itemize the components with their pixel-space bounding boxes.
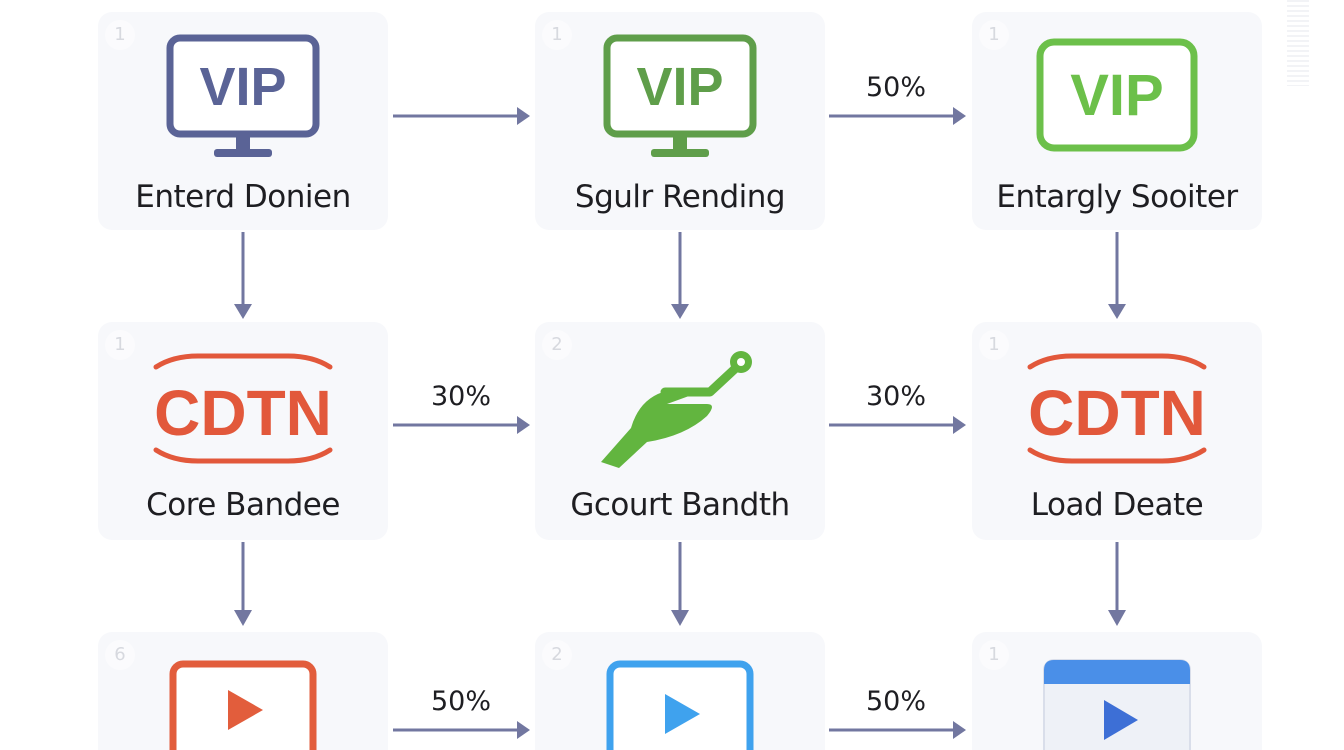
edge-n7-n8-arrow [393, 721, 530, 739]
vip-monitor-icon: VIP [166, 34, 320, 157]
edge-label: 50% [865, 686, 926, 717]
node-n3[interactable]: 1 VIP Entargly Sooiter [972, 12, 1262, 230]
hand-connector-icon [601, 351, 752, 468]
edge-decoration [1287, 0, 1309, 86]
node-badge: 1 [979, 20, 1009, 50]
edge-label: 50% [865, 72, 926, 103]
node-badge: 6 [105, 640, 135, 670]
node-label: Load Deate [1030, 487, 1204, 523]
node-n9[interactable]: 1 [972, 632, 1262, 750]
edge-label: 30% [865, 381, 926, 412]
edge-n3-n6-arrow [1108, 232, 1126, 319]
node-badge: 1 [979, 640, 1009, 670]
cdtn-icon-text: CDTN [154, 377, 332, 449]
edge-n5-n8-arrow [671, 542, 689, 626]
node-badge: 2 [542, 640, 572, 670]
node-badge: 1 [105, 20, 135, 50]
cdtn-icon-text: CDTN [1028, 377, 1206, 449]
edge-n6-n9-arrow [1108, 542, 1126, 626]
node-badge: 1 [979, 330, 1009, 360]
play-button-icon [169, 660, 317, 750]
node-label: Entargly Sooiter [996, 179, 1238, 215]
edge-n4-n5-arrow [393, 416, 530, 434]
vip-monitor-icon: VIP [603, 34, 757, 157]
node-n2[interactable]: 1 VIP Sgulr Rending [535, 12, 825, 230]
vip-icon-text: VIP [1070, 63, 1164, 128]
node-label: Sgulr Rending [574, 179, 786, 215]
node-label: Core Bandee [146, 487, 340, 523]
node-badge: 2 [542, 330, 572, 360]
node-n1[interactable]: 1 VIP Enterd Donien [98, 12, 388, 230]
edge-n1-n4-arrow [234, 232, 252, 319]
node-n6[interactable]: 1 CDTN Load Deate [972, 322, 1262, 540]
edge-label: 50% [430, 686, 491, 717]
edge-n1-n2-arrow [393, 107, 530, 125]
node-n7[interactable]: 6 [98, 632, 388, 750]
cdtn-logo-icon: CDTN [153, 353, 333, 464]
cdtn-logo-icon: CDTN [1027, 353, 1207, 464]
edge-n2-n5-arrow [671, 232, 689, 319]
node-n5[interactable]: 2 Gcourt Bandth [535, 322, 825, 540]
edge-n5-n6-arrow [829, 416, 966, 434]
edge-n8-n9-arrow [829, 721, 966, 739]
vip-icon-text: VIP [199, 57, 286, 117]
vip-screen-icon: VIP [1036, 38, 1198, 152]
node-n8[interactable]: 2 [535, 632, 825, 750]
edge-label: 30% [430, 381, 491, 412]
edge-n2-n3-arrow [829, 107, 966, 125]
node-n4[interactable]: 1 CDTN Core Bandee [98, 322, 388, 540]
video-player-icon [1043, 659, 1191, 750]
edge-n4-n7-arrow [234, 542, 252, 626]
node-label: Gcourt Bandth [570, 487, 790, 523]
node-label: Enterd Donien [135, 179, 351, 215]
vip-icon-text: VIP [636, 57, 723, 117]
node-badge: 1 [542, 20, 572, 50]
node-badge: 1 [105, 330, 135, 360]
play-button-icon [606, 660, 754, 750]
